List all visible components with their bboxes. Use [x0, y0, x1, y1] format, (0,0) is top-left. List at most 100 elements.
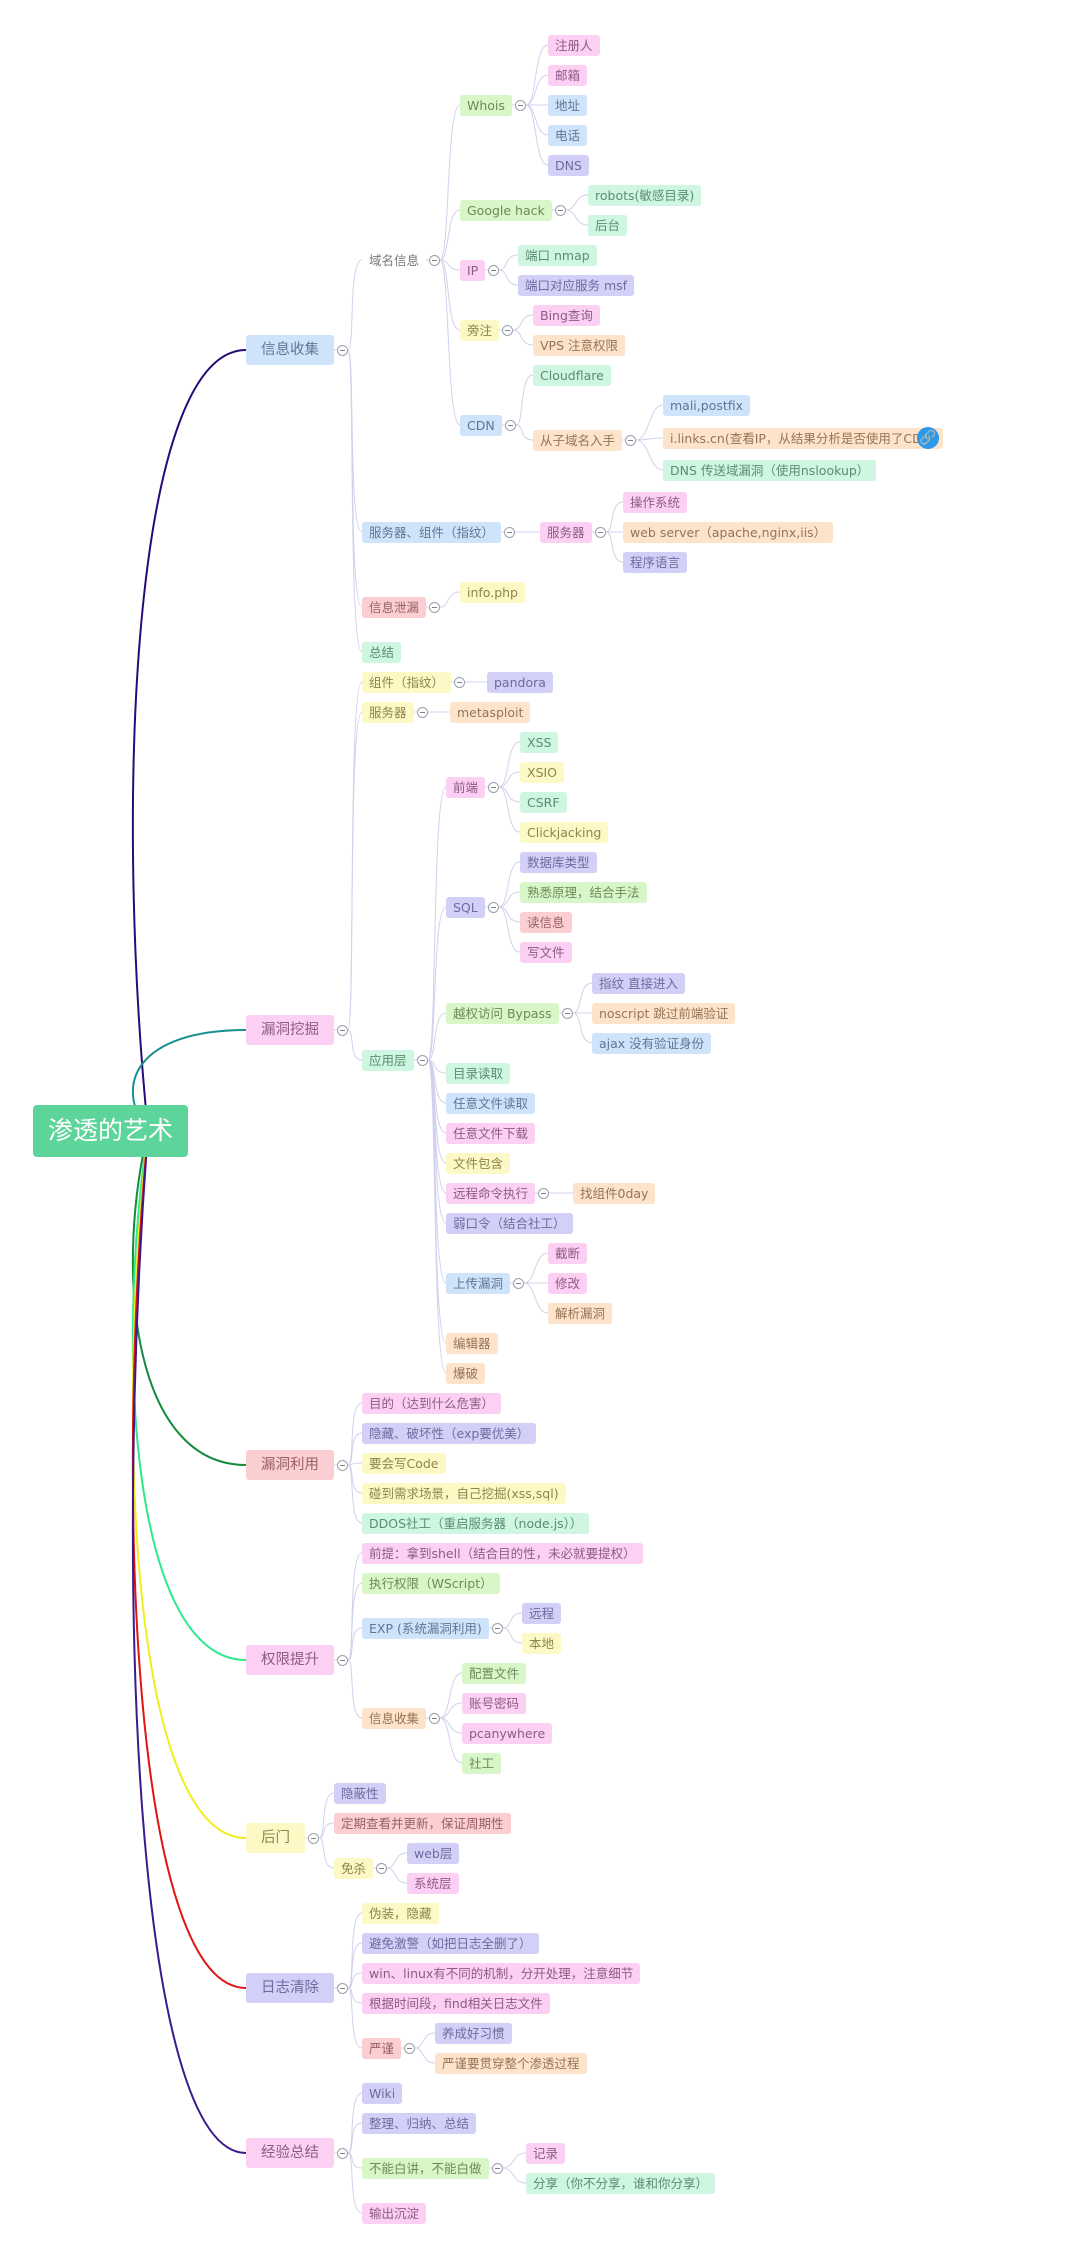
node-0-0[interactable]: 域名信息 [369, 252, 420, 268]
node-3-3-1[interactable]: 账号密码 [462, 1692, 527, 1714]
branch-1[interactable]: 漏洞挖掘 [246, 1015, 334, 1045]
node-0-0-4-1-2[interactable]: DNS 传送域漏洞（使用nslookup） [663, 459, 877, 481]
node-3-2-0[interactable]: 远程 [522, 1602, 562, 1624]
collapse-toggle-icon[interactable] [505, 419, 516, 431]
collapse-toggle-icon[interactable] [429, 254, 440, 266]
node-1-2[interactable]: 应用层 [362, 1049, 414, 1071]
node-0-1-0[interactable]: 服务器 [540, 521, 592, 543]
node-4-2[interactable]: 免杀 [334, 1857, 374, 1879]
node-1-2-0[interactable]: 前端 [446, 776, 486, 798]
collapse-toggle-icon[interactable] [454, 676, 465, 688]
collapse-toggle-icon[interactable] [417, 1054, 428, 1066]
node-2-2[interactable]: 要会写Code [362, 1452, 446, 1474]
node-0-0-0-3[interactable]: 电话 [548, 124, 588, 146]
node-0-0-4[interactable]: CDN [460, 414, 502, 436]
node-1-1[interactable]: 服务器 [362, 701, 414, 723]
node-5-4-1[interactable]: 严谨要贯穿整个渗透过程 [435, 2052, 587, 2074]
node-0-0-3[interactable]: 旁注 [460, 319, 500, 341]
node-0-3[interactable]: 总结 [362, 641, 402, 663]
root-node[interactable]: 渗透的艺术 [33, 1105, 189, 1157]
node-0-0-2-0[interactable]: 端口 nmap [518, 244, 597, 266]
node-2-4[interactable]: DDOS社工（重启服务器（node.js）） [362, 1512, 590, 1534]
node-6-2-1[interactable]: 分享（你不分享，谁和你分享） [526, 2172, 716, 2194]
node-0-0-2[interactable]: IP [460, 259, 486, 281]
node-5-4[interactable]: 严谨 [362, 2037, 402, 2059]
node-0-0-2-1[interactable]: 端口对应服务 msf [518, 274, 635, 296]
node-0-0-0-4[interactable]: DNS [548, 154, 589, 176]
node-1-2-8[interactable]: 弱口令（结合社工） [446, 1212, 573, 1234]
node-0-0-4-1-1[interactable]: i.links.cn(查看IP，从结果分析是否使用了CDN) [663, 427, 944, 449]
node-1-2-0-0[interactable]: XSS [520, 731, 559, 753]
node-1-2-0-1[interactable]: XSIO [520, 761, 565, 783]
node-0-0-4-1[interactable]: 从子域名入手 [533, 429, 623, 451]
node-1-2-1[interactable]: SQL [446, 896, 485, 918]
node-1-2-9-2[interactable]: 解析漏洞 [548, 1302, 613, 1324]
collapse-toggle-icon[interactable] [337, 344, 348, 356]
collapse-toggle-icon[interactable] [492, 2162, 503, 2174]
branch-0[interactable]: 信息收集 [246, 335, 334, 365]
node-1-2-2-2[interactable]: ajax 没有验证身份 [592, 1032, 712, 1054]
node-0-0-1-1[interactable]: 后台 [588, 214, 628, 236]
node-1-2-7-0[interactable]: 找组件0day [573, 1182, 656, 1204]
node-6-3[interactable]: 输出沉淀 [362, 2202, 427, 2224]
node-4-1[interactable]: 定期查看并更新，保证周期性 [334, 1812, 511, 1834]
node-0-0-3-1[interactable]: VPS 注意权限 [533, 334, 625, 356]
node-5-3[interactable]: 根据时间段，find相关日志文件 [362, 1992, 550, 2014]
node-0-0-0[interactable]: Whois [460, 94, 512, 116]
node-1-2-11[interactable]: 爆破 [446, 1362, 486, 1384]
node-1-1-0[interactable]: metasploit [450, 701, 531, 723]
node-1-2-1-1[interactable]: 熟悉原理，结合手法 [520, 881, 647, 903]
collapse-toggle-icon[interactable] [504, 526, 515, 538]
collapse-toggle-icon[interactable] [515, 99, 526, 111]
branch-3[interactable]: 权限提升 [246, 1645, 334, 1675]
node-5-0[interactable]: 伪装，隐藏 [362, 1902, 439, 1924]
branch-2[interactable]: 漏洞利用 [246, 1450, 334, 1480]
node-0-0-4-1-0[interactable]: mali,postfix [663, 394, 751, 416]
node-1-2-9-1[interactable]: 修改 [548, 1272, 588, 1294]
node-4-2-1[interactable]: 系统层 [407, 1872, 459, 1894]
node-1-2-1-2[interactable]: 读信息 [520, 911, 572, 933]
branch-4[interactable]: 后门 [246, 1823, 305, 1853]
node-1-2-0-3[interactable]: Clickjacking [520, 821, 609, 843]
branch-6[interactable]: 经验总结 [246, 2138, 334, 2168]
node-2-1[interactable]: 隐藏、破坏性（exp要优美） [362, 1422, 537, 1444]
collapse-toggle-icon[interactable] [513, 1277, 524, 1289]
collapse-toggle-icon[interactable] [502, 324, 513, 336]
node-1-2-7[interactable]: 远程命令执行 [446, 1182, 536, 1204]
node-3-3[interactable]: 信息收集 [362, 1707, 427, 1729]
node-6-1[interactable]: 整理、归纳、总结 [362, 2112, 477, 2134]
node-3-3-3[interactable]: 社工 [462, 1752, 502, 1774]
node-2-3[interactable]: 碰到需求场景，自己挖掘(xss,sql) [362, 1482, 566, 1504]
node-4-0[interactable]: 隐蔽性 [334, 1782, 386, 1804]
node-1-0-0[interactable]: pandora [487, 671, 553, 693]
node-3-1[interactable]: 执行权限（WScript） [362, 1572, 500, 1594]
collapse-toggle-icon[interactable] [488, 264, 499, 276]
node-6-2-0[interactable]: 记录 [526, 2142, 566, 2164]
node-5-2[interactable]: win、linux有不同的机制，分开处理，注意细节 [362, 1962, 641, 1984]
collapse-toggle-icon[interactable] [429, 1712, 440, 1724]
collapse-toggle-icon[interactable] [337, 1459, 348, 1471]
node-0-0-4-0[interactable]: Cloudflare [533, 364, 611, 386]
node-4-2-0[interactable]: web层 [407, 1842, 460, 1864]
node-1-2-2[interactable]: 越权访问 Bypass [446, 1002, 559, 1024]
node-1-2-9-0[interactable]: 截断 [548, 1242, 588, 1264]
node-0-1[interactable]: 服务器、组件（指纹） [362, 521, 502, 543]
collapse-toggle-icon[interactable] [595, 526, 606, 538]
collapse-toggle-icon[interactable] [492, 1622, 503, 1634]
node-3-3-2[interactable]: pcanywhere [462, 1722, 553, 1744]
node-1-2-1-0[interactable]: 数据库类型 [520, 851, 597, 873]
collapse-toggle-icon[interactable] [308, 1832, 319, 1844]
collapse-toggle-icon[interactable] [337, 1024, 348, 1036]
node-1-2-0-2[interactable]: CSRF [520, 791, 567, 813]
collapse-toggle-icon[interactable] [625, 434, 636, 446]
collapse-toggle-icon[interactable] [337, 2147, 348, 2159]
node-1-0[interactable]: 组件（指纹） [362, 671, 452, 693]
node-6-2[interactable]: 不能白讲，不能白做 [362, 2157, 489, 2179]
collapse-toggle-icon[interactable] [488, 901, 499, 913]
node-0-1-0-1[interactable]: web server（apache,nginx,iis） [623, 521, 834, 543]
node-1-2-3[interactable]: 目录读取 [446, 1062, 511, 1084]
node-1-2-4[interactable]: 任意文件读取 [446, 1092, 536, 1114]
collapse-toggle-icon[interactable] [488, 781, 499, 793]
node-2-0[interactable]: 目的（达到什么危害） [362, 1392, 502, 1414]
node-0-1-0-2[interactable]: 程序语言 [623, 551, 688, 573]
